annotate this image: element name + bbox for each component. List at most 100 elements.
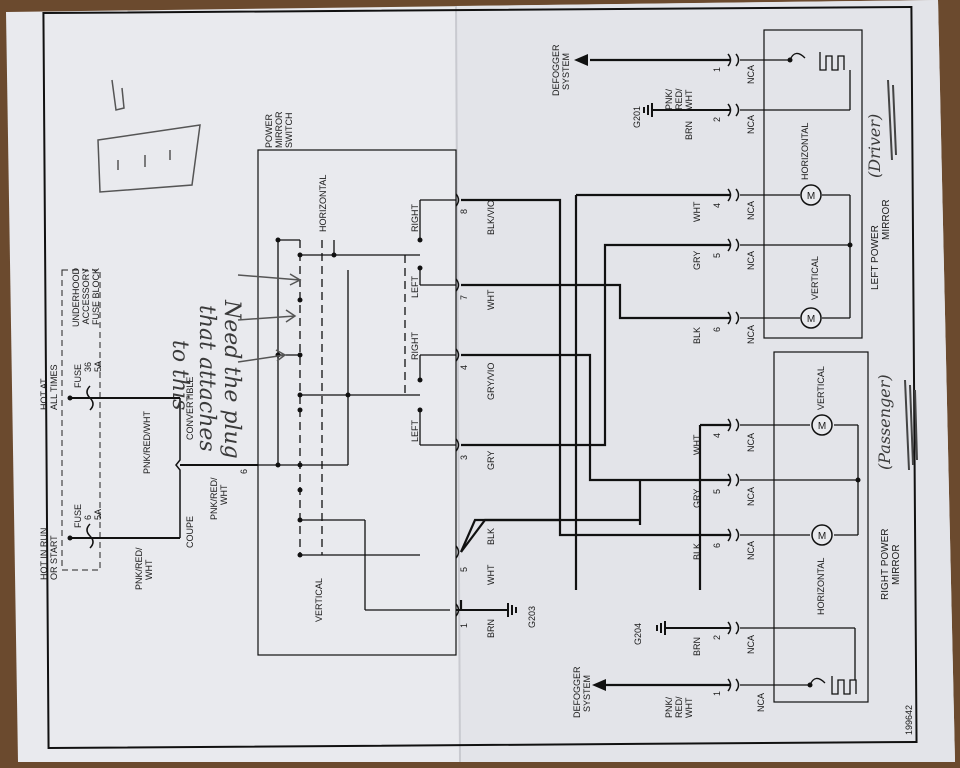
svg-text:DEFOGGER: DEFOGGER: [572, 666, 582, 718]
svg-text:NCA: NCA: [746, 541, 756, 560]
ground-g204: G204: [633, 621, 730, 645]
hot-in-run-label: HOT IN RUN: [39, 528, 49, 580]
svg-text:SYSTEM: SYSTEM: [561, 53, 571, 90]
svg-text:1: 1: [712, 691, 722, 696]
pnk-red-wht-lower-2: WHT: [144, 559, 154, 580]
svg-text:ACCESSORY: ACCESSORY: [81, 268, 91, 324]
svg-text:1: 1: [712, 67, 722, 72]
right-vertical-motor: M VERTICAL: [811, 366, 833, 436]
left-vertical-motor: M VERTICAL: [800, 256, 822, 329]
mirror-connector-marks: [727, 53, 740, 692]
svg-text:NCA: NCA: [746, 115, 756, 134]
svg-text:NCA: NCA: [746, 487, 756, 506]
svg-text:Need the plug: Need the plug: [219, 299, 244, 459]
passenger-scribble: [904, 379, 918, 471]
right-defog-node: [807, 682, 813, 688]
svg-text:HORIZONTAL: HORIZONTAL: [816, 558, 826, 615]
svg-text:BLK: BLK: [692, 543, 702, 560]
svg-text:MIRROR: MIRROR: [274, 111, 284, 148]
switch-internals: [258, 199, 456, 611]
switch-left-lower: LEFT: [410, 419, 420, 442]
svg-text:NCA: NCA: [756, 693, 766, 712]
svg-text:WHT: WHT: [684, 697, 694, 718]
svg-text:FUSE: FUSE: [73, 364, 83, 388]
svg-text:SYSTEM: SYSTEM: [582, 675, 592, 712]
handwritten-arrows: [237, 273, 302, 363]
svg-text:BRN: BRN: [692, 637, 702, 656]
switch-left-upper: LEFT: [410, 275, 420, 298]
svg-text:1: 1: [459, 623, 469, 628]
fuse-6-node: [67, 535, 73, 541]
svg-text:2: 2: [712, 117, 722, 122]
svg-text:NCA: NCA: [746, 201, 756, 220]
left-common-node: [847, 242, 853, 248]
defogger-arrow-top: [574, 54, 588, 66]
svg-text:5A: 5A: [93, 509, 103, 520]
defogger-arrow-bottom: [592, 679, 606, 691]
svg-text:VERTICAL: VERTICAL: [816, 366, 826, 410]
svg-text:MIRROR: MIRROR: [891, 544, 902, 585]
switch-feed-label-2: WHT: [219, 484, 229, 505]
fuse-36-node: [67, 395, 73, 401]
fuse-block-title: UNDERHOOD ACCESSORY FUSE BLOCK: [71, 268, 101, 328]
svg-text:3: 3: [459, 455, 469, 460]
svg-text:RED/: RED/: [674, 88, 684, 110]
svg-text:WHT: WHT: [692, 201, 702, 222]
svg-text:GRY: GRY: [692, 251, 702, 270]
svg-text:WHT: WHT: [486, 289, 496, 310]
pnk-red-wht-upper: PNK/RED/WHT: [142, 410, 152, 474]
svg-text:7: 7: [459, 295, 469, 300]
hot-in-run-label-2: OR START: [49, 535, 59, 580]
driver-scribble: [887, 79, 897, 161]
right-horizontal-motor: M HORIZONTAL: [811, 524, 833, 615]
svg-text:BLK: BLK: [486, 528, 496, 545]
svg-text:FUSE: FUSE: [73, 504, 83, 528]
fuse-6-label: FUSE 6 5A: [73, 504, 103, 528]
svg-text:NCA: NCA: [746, 635, 756, 654]
svg-text:GRY/VIO: GRY/VIO: [486, 363, 496, 400]
svg-text:HORIZONTAL: HORIZONTAL: [800, 123, 810, 180]
svg-text:G201: G201: [632, 106, 642, 128]
svg-text:NCA: NCA: [746, 325, 756, 344]
handwritten-driver: (Driver): [865, 114, 884, 178]
svg-text:6: 6: [712, 327, 722, 332]
pnk-red-wht-lower: PNK/RED/: [134, 547, 144, 590]
svg-text:BRN: BRN: [486, 619, 496, 638]
fuse-36-label: FUSE 36 5A: [73, 361, 103, 388]
left-mirror-title: LEFT POWER MIRROR: [870, 199, 892, 290]
fuse-block-outline: [61, 269, 101, 571]
svg-text:DEFOGGER: DEFOGGER: [551, 44, 561, 96]
convertible-label: CONVERTIBLE: [185, 377, 195, 440]
svg-text:LEFT POWER: LEFT POWER: [870, 225, 881, 290]
svg-text:M: M: [818, 421, 826, 432]
svg-text:36: 36: [83, 362, 93, 372]
diagram-number: 199642: [904, 705, 914, 735]
svg-text:SWITCH: SWITCH: [284, 113, 294, 149]
switch-right-lower: RIGHT: [410, 332, 420, 361]
switch-feed-pin: 6: [239, 469, 249, 474]
svg-text:M: M: [818, 531, 826, 542]
paper-fold: [455, 5, 461, 763]
hot-at-all-times-label-2: ALL TIMES: [49, 364, 59, 410]
svg-text:POWER: POWER: [264, 113, 274, 148]
svg-text:that attaches: that attaches: [194, 305, 219, 452]
switch-horizontal-label: HORIZONTAL: [318, 175, 328, 232]
fuse-6-symbol: [86, 523, 94, 549]
svg-text:MIRROR: MIRROR: [881, 199, 892, 240]
svg-text:VERTICAL: VERTICAL: [810, 256, 820, 300]
left-mirror-connector-labels: PNK/ RED/ WHT 1 NCA BRN 2 NCA WHT 4 NCA …: [664, 65, 756, 344]
svg-text:WHT: WHT: [692, 434, 702, 455]
switch-pin-labels: 8 BLK/VIO 7 WHT 4 GRY/VIO 3 GRY BLK 5 WH…: [459, 200, 496, 638]
switch-feed-label: PNK/RED/: [209, 477, 219, 520]
switch-right-upper: RIGHT: [410, 204, 420, 233]
right-mirror-box: [773, 351, 869, 703]
svg-text:RED/: RED/: [674, 696, 684, 718]
svg-text:4: 4: [459, 365, 469, 370]
svg-text:to this: to this: [167, 340, 192, 410]
svg-text:BLK: BLK: [692, 327, 702, 344]
mirror-switch-box: [257, 149, 457, 656]
svg-text:5: 5: [712, 489, 722, 494]
svg-text:BRN: BRN: [684, 121, 694, 140]
svg-text:2: 2: [712, 635, 722, 640]
